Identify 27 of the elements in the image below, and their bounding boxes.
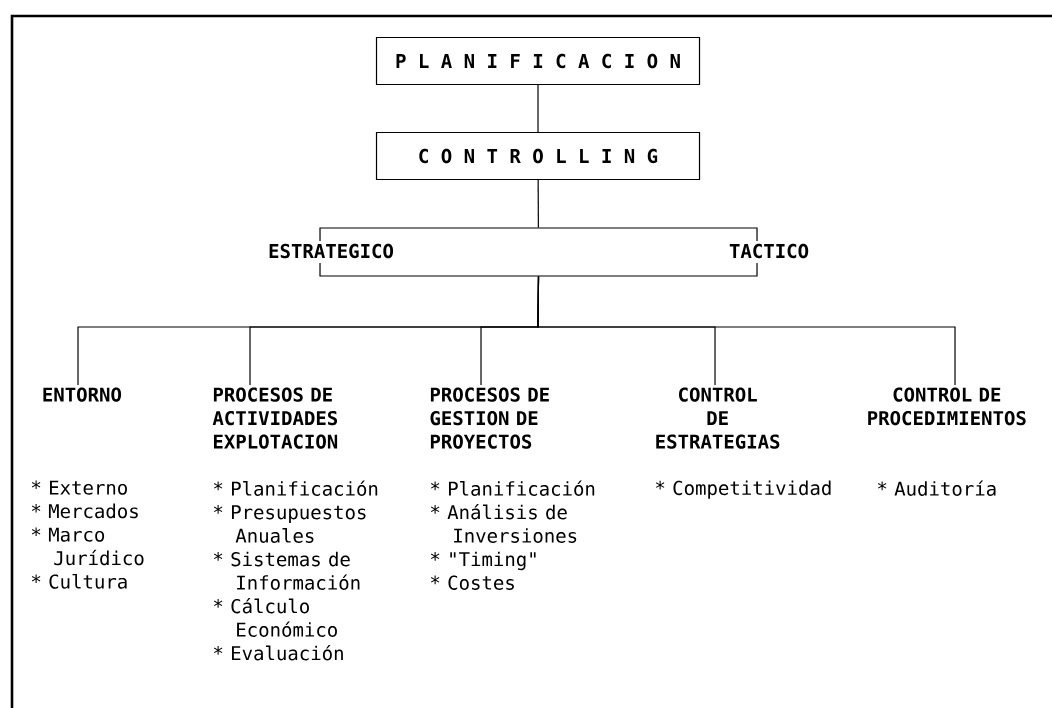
heading: ENTORNO bbox=[43, 387, 122, 402]
list-item: * Planificación bbox=[213, 480, 378, 496]
connector-line bbox=[537, 84, 539, 133]
list-item: * Externo bbox=[31, 480, 127, 495]
connector-line bbox=[537, 275, 956, 386]
list-item: * Cultura bbox=[31, 573, 127, 589]
list-item: * Marco Jurídico bbox=[31, 527, 144, 566]
list-item: * Competitividad bbox=[655, 480, 831, 499]
title-box: P L A N I F I C A C I O N bbox=[375, 36, 701, 86]
list-item: * Cálculo Económico bbox=[213, 597, 337, 637]
heading: PROCESOS DE GESTION DE PROYECTOS bbox=[430, 387, 549, 449]
bracket-label: ESTRATEGICO bbox=[266, 241, 396, 261]
list-item: * Auditoría bbox=[877, 480, 996, 496]
bracket-label: TACTICO bbox=[727, 241, 812, 261]
heading: PROCESOS DE ACTIVIDADES EXPLOTACION bbox=[212, 387, 338, 449]
list-item: * Mercados bbox=[31, 503, 138, 519]
list-item: * "Timing" bbox=[430, 551, 536, 571]
list-item: * Planificación bbox=[430, 480, 595, 496]
title-box: C O N T R O L L I N G bbox=[375, 131, 701, 181]
list-item: * Evaluación bbox=[213, 644, 343, 661]
list-item: * Presupuestos Anuales bbox=[213, 505, 366, 543]
list-item: * Análisis de Inversiones bbox=[430, 503, 577, 543]
list-item: * Costes bbox=[430, 575, 514, 590]
connector-line bbox=[537, 179, 539, 229]
heading: CONTROL DE PROCEDIMIENTOS bbox=[868, 387, 1026, 426]
list-item: * Sistemas de Información bbox=[213, 551, 360, 590]
heading: CONTROL DE ESTRATEGIAS bbox=[656, 387, 780, 449]
